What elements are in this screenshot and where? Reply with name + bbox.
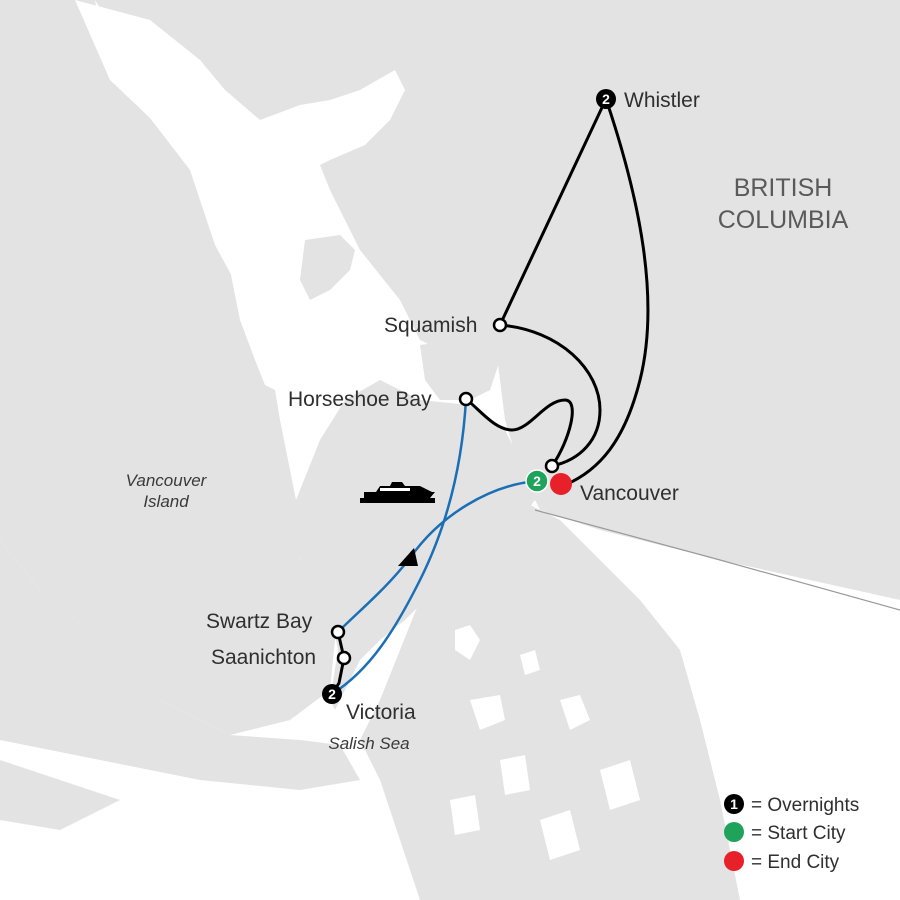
route-land bbox=[330, 97, 650, 696]
label-horseshoe-bay: Horseshoe Bay bbox=[288, 388, 432, 411]
label-victoria: Victoria bbox=[346, 701, 416, 724]
label-swartz-bay: Swartz Bay bbox=[206, 610, 313, 633]
inlet-howe-sound bbox=[230, 70, 470, 420]
marker-saanichton bbox=[336, 650, 352, 666]
island-details bbox=[450, 625, 640, 860]
inlet-fjord-north bbox=[182, 110, 225, 175]
label-island-line2: Island bbox=[143, 492, 189, 511]
land-island-sw bbox=[0, 760, 120, 830]
svg-text:= Start City: = Start City bbox=[751, 823, 846, 844]
direction-arrow-icon bbox=[398, 548, 418, 566]
label-squamish: Squamish bbox=[384, 314, 477, 337]
marker-squamish bbox=[492, 317, 508, 333]
marker-swartz-bay bbox=[330, 624, 346, 640]
marker-whistler: 2 bbox=[596, 89, 616, 109]
label-whistler: Whistler bbox=[624, 89, 700, 112]
route-whistler-squamish bbox=[498, 97, 608, 327]
inlet-northwest bbox=[95, 0, 260, 175]
svg-text:2: 2 bbox=[533, 473, 541, 489]
label-bc-line2: COLUMBIA bbox=[718, 206, 849, 234]
svg-text:1: 1 bbox=[730, 796, 738, 812]
strait-georgia bbox=[296, 380, 535, 710]
label-vancouver: Vancouver bbox=[580, 482, 679, 505]
region-labels: BRITISH COLUMBIA Vancouver Island Salish… bbox=[126, 174, 849, 753]
city-labels: Whistler Squamish Horseshoe Bay Vancouve… bbox=[206, 89, 700, 724]
land-vancouver-island bbox=[0, 0, 335, 735]
svg-text:2: 2 bbox=[602, 91, 610, 107]
svg-text:= End City: = End City bbox=[751, 852, 840, 873]
label-bc-line1: BRITISH bbox=[734, 174, 833, 202]
city-markers: 2 2 2 bbox=[322, 89, 616, 704]
land-mainland-north bbox=[75, 0, 900, 600]
marker-vancouver-end bbox=[550, 473, 572, 495]
ferry-icon bbox=[360, 482, 435, 503]
label-salish-sea: Salish Sea bbox=[328, 734, 409, 753]
legend: 1 = Overnights = Start City = End City bbox=[724, 794, 859, 873]
border-line bbox=[534, 509, 900, 611]
marker-horseshoe-bay bbox=[458, 391, 474, 407]
water-features bbox=[95, 0, 535, 710]
svg-text:= Overnights: = Overnights bbox=[751, 795, 859, 816]
legend-end-city: = End City bbox=[724, 851, 840, 873]
land-southwest-strip bbox=[0, 540, 360, 790]
marker-vancouver-start: 2 bbox=[525, 469, 549, 493]
marker-vancouver-stop bbox=[544, 458, 560, 474]
ferry-route-horseshoe-victoria bbox=[330, 397, 468, 696]
label-island-line1: Vancouver bbox=[126, 471, 208, 490]
legend-start-city: = Start City bbox=[724, 822, 846, 844]
marker-victoria: 2 bbox=[322, 684, 342, 704]
legend-overnights: 1 = Overnights bbox=[724, 794, 859, 816]
island-gambier bbox=[300, 235, 355, 300]
route-horseshoe-vancouver bbox=[464, 397, 574, 468]
svg-text:2: 2 bbox=[328, 686, 336, 702]
route-squamish-vancouver bbox=[498, 323, 602, 468]
route-whistler-vancouver bbox=[563, 97, 650, 487]
land-north-shore bbox=[420, 335, 500, 400]
label-saanichton: Saanichton bbox=[211, 646, 316, 669]
